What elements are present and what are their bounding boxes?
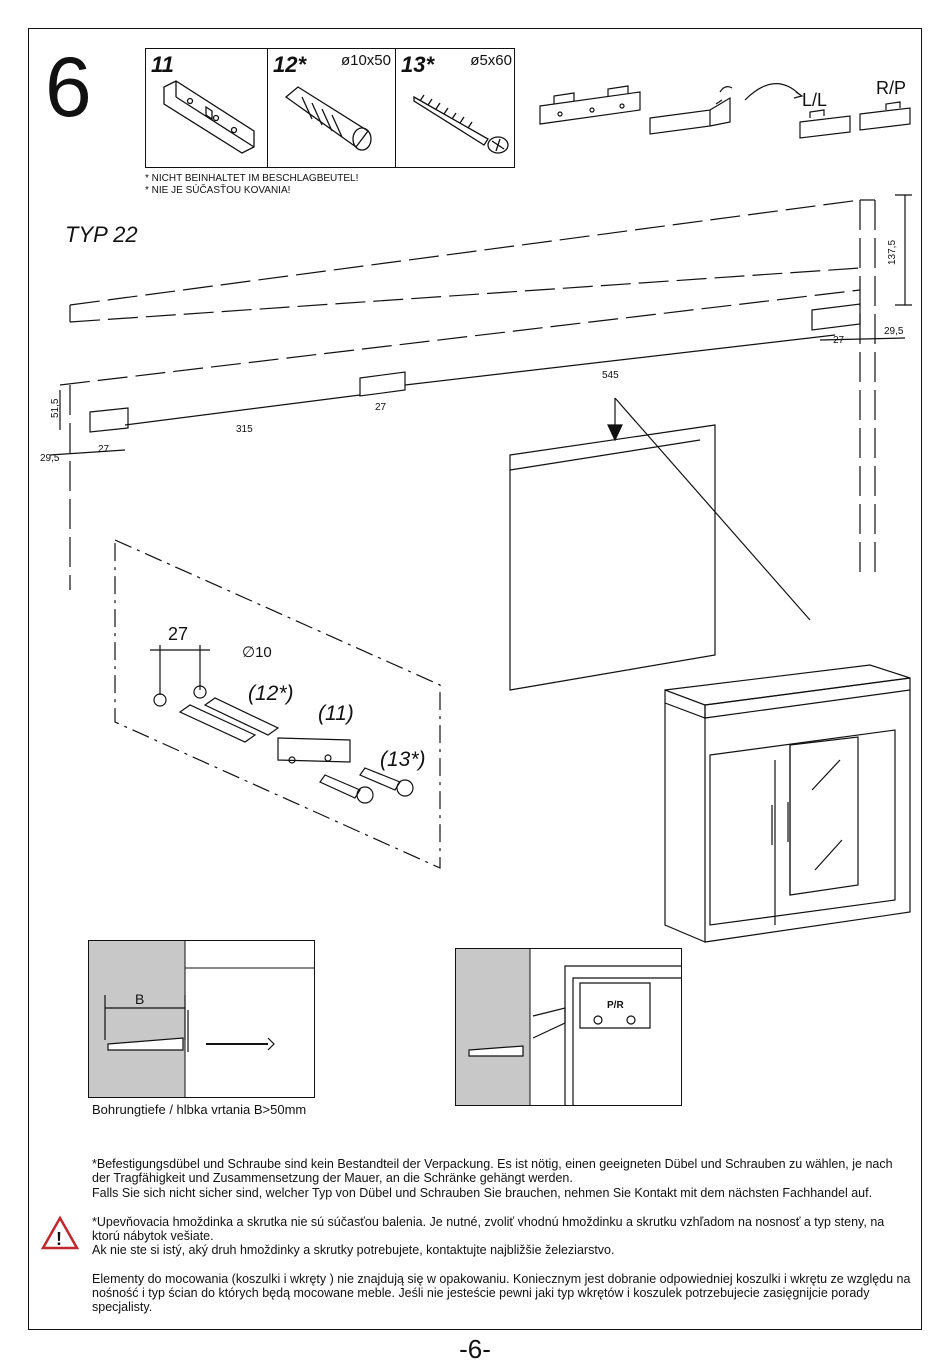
part-number: 13* (401, 52, 435, 77)
drilling-depth-caption: Bohrungtiefe / hlbka vrtania B>50mm (92, 1102, 307, 1117)
type-label: TYP 22 (65, 222, 138, 247)
page-frame (28, 28, 922, 1330)
warning-symbol: ! (56, 1229, 62, 1249)
dim-bracket-left: 27 (98, 444, 110, 455)
detail-dowel-label: (12*) (248, 682, 294, 705)
info-sk-2: Ak nie ste si istý, aký druh hmoždinky a… (92, 1243, 615, 1257)
dim-span-left: 315 (236, 424, 253, 435)
note-sk: * NIE JE SÚČASŤOU KOVANIA! (145, 185, 291, 196)
detail-spacing: 27 (168, 624, 188, 644)
section-view-hanging: P/R (455, 948, 682, 1106)
left-bracket-label: L/L (802, 90, 827, 110)
detail-bracket-label: (11) (318, 702, 354, 725)
info-de-2: Falls Sie sich nicht sicher sind, welche… (92, 1186, 873, 1200)
part-size: ø5x60 (470, 52, 512, 69)
dim-offset-left: 29,5 (40, 453, 60, 464)
parts-table: 11 12* ø10x50 (145, 48, 515, 168)
dim-bracket-right: 27 (833, 335, 845, 346)
part-cell-13: 13* ø5x60 (396, 49, 516, 167)
dim-offset-right: 29,5 (884, 326, 904, 337)
step-number: 6 (45, 40, 92, 134)
part-cell-11: 11 (146, 49, 268, 167)
page-number: -6- (459, 1334, 491, 1364)
dim-height-right: 137,5 (887, 240, 898, 265)
detail-screw-label: (13*) (380, 748, 426, 771)
detail-diameter: ∅10 (242, 644, 272, 661)
wall-bracket-icon (163, 80, 255, 154)
part-number: 11 (151, 52, 174, 77)
part-number: 12* (273, 52, 307, 77)
wall-dowel-icon (284, 86, 372, 151)
note-de: * NICHT BEINHALTET IM BESCHLAGBEUTEL! (145, 173, 359, 184)
section-view-drilling: B (88, 940, 315, 1098)
info-de-1: *Befestigungsdübel und Schraube sind kei… (92, 1157, 893, 1185)
bracket-split-sequence: L/L R/P (539, 78, 911, 139)
dim-bracket-mid: 27 (375, 402, 387, 413)
right-bracket-label: R/P (876, 78, 906, 98)
depth-label: B (135, 991, 144, 1007)
info-pl: Elementy do mocowania (koszulki i wkręty… (92, 1272, 911, 1314)
info-sk-1: *Upevňovacia hmoždinka a skrutka nie sú … (92, 1215, 885, 1243)
part-size: ø10x50 (340, 52, 391, 69)
dim-span: 545 (602, 370, 619, 381)
dim-height-left: 51,5 (50, 398, 61, 418)
warning-icon: ! (40, 1215, 80, 1250)
part-cell-12: 12* ø10x50 (268, 49, 396, 167)
bracket-side-label: P/R (607, 1000, 624, 1011)
wood-screw-icon (413, 94, 509, 154)
